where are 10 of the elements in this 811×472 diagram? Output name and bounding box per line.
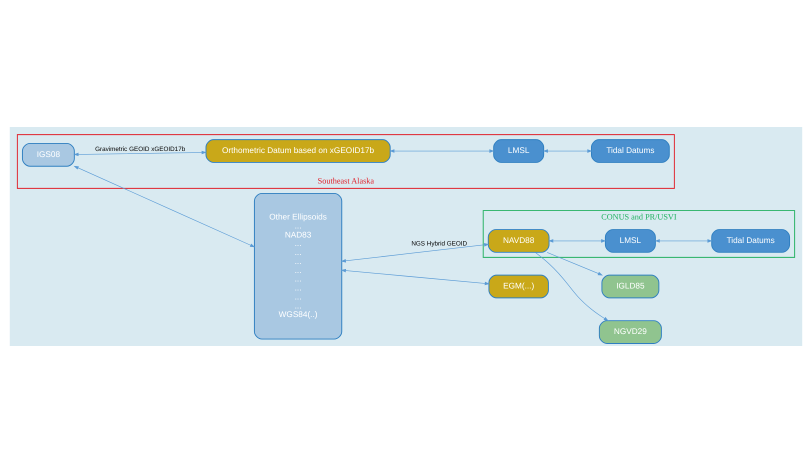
arrow [654,238,712,242]
arrow [388,148,494,152]
arrow [534,252,608,321]
arrow [340,242,489,262]
arrow [340,268,490,285]
arrow [72,150,206,156]
arrow [73,165,255,247]
arrow [548,238,606,242]
arrow [546,252,602,275]
arrow [542,148,592,152]
